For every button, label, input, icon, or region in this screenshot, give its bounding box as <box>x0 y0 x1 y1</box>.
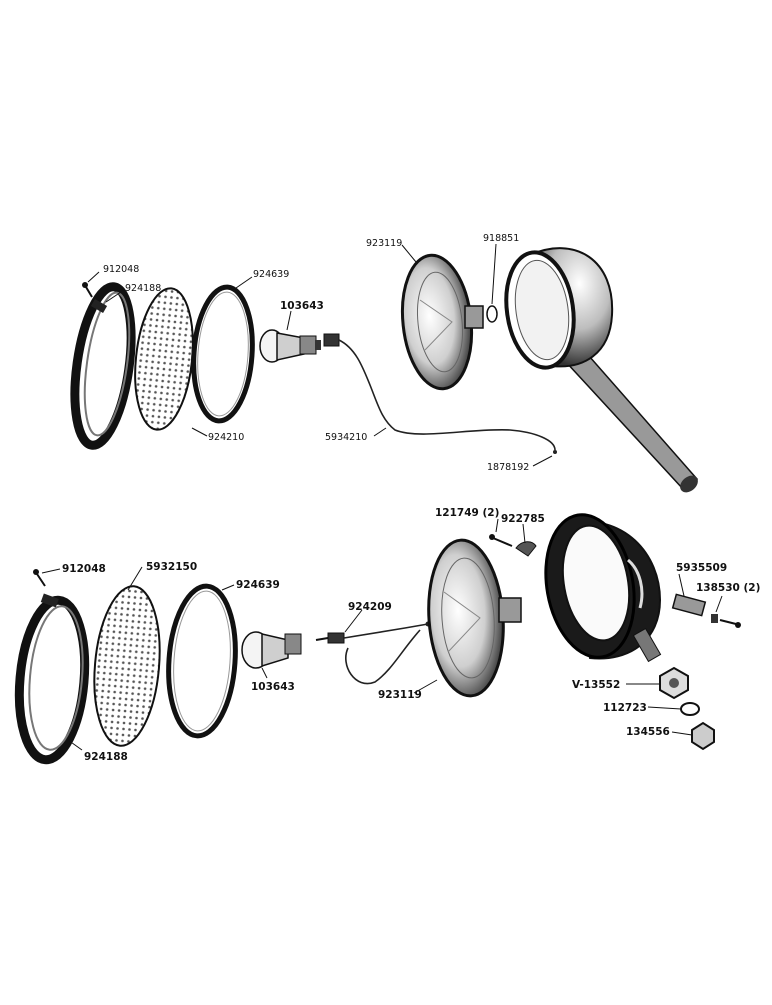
callout-lower-138530: 138530 (2) <box>696 582 760 594</box>
callout-lower-134556: 134556 <box>626 726 670 738</box>
upper-gasket <box>191 284 255 424</box>
upper-rim-ring <box>70 282 136 450</box>
callout-lower-5935509: 5935509 <box>676 562 727 574</box>
lower-reflector <box>427 538 522 698</box>
upper-lens <box>134 287 194 431</box>
upper-screw <box>82 282 93 298</box>
callout-lower-924188: 924188 <box>84 751 128 763</box>
callout-upper-924210: 924210 <box>208 432 244 443</box>
lower-lens <box>93 585 161 747</box>
lower-nut-134556 <box>691 721 715 751</box>
callout-upper-924639: 924639 <box>253 269 289 280</box>
upper-callouts: 912048 924188 924639 103643 923119 91885… <box>103 233 529 473</box>
callout-lower-912048: 912048 <box>62 563 106 575</box>
lower-connector <box>671 593 741 628</box>
callout-lower-V13552: V-13552 <box>572 679 620 691</box>
upper-reflector <box>400 253 484 391</box>
upper-bulb <box>259 329 321 363</box>
callout-upper-5934210: 5934210 <box>325 432 367 443</box>
lower-callouts: 912048 5932150 924639 924209 103643 9231… <box>62 507 760 763</box>
callout-lower-924639: 924639 <box>236 579 280 591</box>
lower-screw <box>33 569 46 587</box>
callout-upper-1878192: 1878192 <box>487 462 529 473</box>
lower-shell <box>544 513 662 663</box>
callout-lower-922785: 922785 <box>501 513 545 525</box>
callout-lower-5932150: 5932150 <box>146 561 197 573</box>
callout-upper-924188: 924188 <box>125 283 161 294</box>
callout-lower-112723: 112723 <box>603 702 647 714</box>
lower-socket-wire <box>315 621 431 685</box>
lower-rim-ring <box>14 593 90 765</box>
lower-screw-clip <box>489 534 537 557</box>
lower-nut-v13552 <box>659 666 689 700</box>
callout-lower-923119: 923119 <box>378 689 422 701</box>
callout-lower-103643: 103643 <box>251 681 295 693</box>
callout-upper-912048: 912048 <box>103 264 139 275</box>
callout-upper-923119: 923119 <box>366 238 402 249</box>
upper-shell-bracket <box>504 247 699 493</box>
callout-upper-918851: 918851 <box>483 233 519 244</box>
upper-assembly <box>70 247 699 493</box>
lower-assembly <box>14 513 741 765</box>
callout-upper-103643: 103643 <box>280 300 324 312</box>
upper-socket-wire <box>323 333 557 454</box>
lower-washer-112723 <box>680 702 700 716</box>
upper-washer <box>486 305 498 323</box>
lower-leader-lines <box>41 518 723 751</box>
upper-leader-lines <box>87 243 553 467</box>
callout-lower-121749: 121749 (2) <box>435 507 499 519</box>
callout-lower-924209: 924209 <box>348 601 392 613</box>
lower-gasket <box>166 583 238 739</box>
lower-bulb <box>241 631 302 669</box>
